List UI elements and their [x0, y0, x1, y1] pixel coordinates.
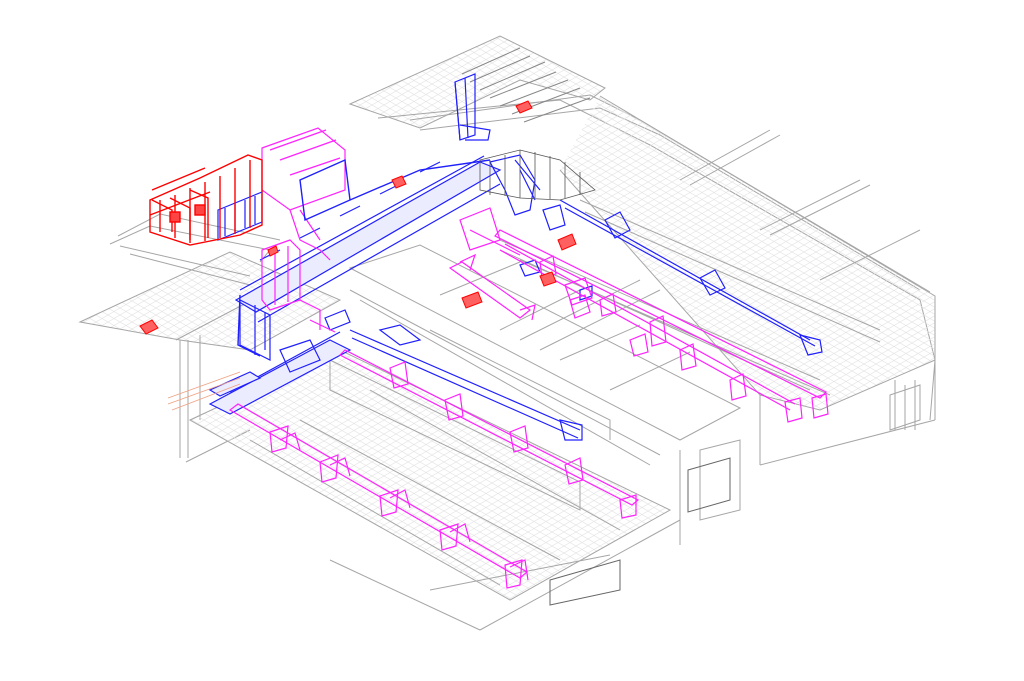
supply-trunk — [234, 161, 502, 313]
rooftop-units-small — [139, 100, 577, 335]
rtu-small-d — [539, 271, 557, 287]
girder-b — [429, 329, 611, 440]
supply-run-right — [559, 199, 816, 347]
truss-1 — [348, 244, 742, 441]
upper-roof-plane — [348, 35, 606, 129]
rtu-small-c — [461, 291, 483, 309]
reference-linework — [167, 371, 241, 411]
return-branch-1 — [338, 349, 640, 506]
girder-a — [329, 359, 581, 511]
building-structure — [78, 35, 936, 631]
left-wall — [175, 299, 253, 463]
rtu-small-b — [557, 233, 577, 251]
right-wall — [759, 360, 936, 465]
return-branch-2 — [494, 229, 828, 399]
rooftop-slats — [461, 47, 591, 123]
supply-duct-outline — [237, 158, 491, 357]
supply-branch-lower — [208, 339, 352, 415]
rtu-left — [139, 319, 159, 335]
ahu-block — [149, 154, 263, 246]
return-ductwork — [228, 127, 829, 589]
supply-riser-left — [239, 299, 271, 361]
truss-3 — [579, 199, 881, 343]
supply-run-lower — [349, 329, 581, 439]
stair-unit — [687, 457, 731, 513]
fan-coil-detail — [479, 149, 596, 201]
supply-elbow-top — [489, 154, 536, 216]
rtu-small-a — [267, 245, 279, 257]
air-handling-units — [149, 154, 263, 246]
right-roof-panel — [559, 95, 936, 411]
rtu-top — [515, 100, 533, 114]
supply-ductwork — [208, 73, 823, 441]
rtu-mid — [391, 175, 407, 189]
return-plenum-top — [261, 127, 346, 211]
return-loop — [448, 261, 531, 319]
